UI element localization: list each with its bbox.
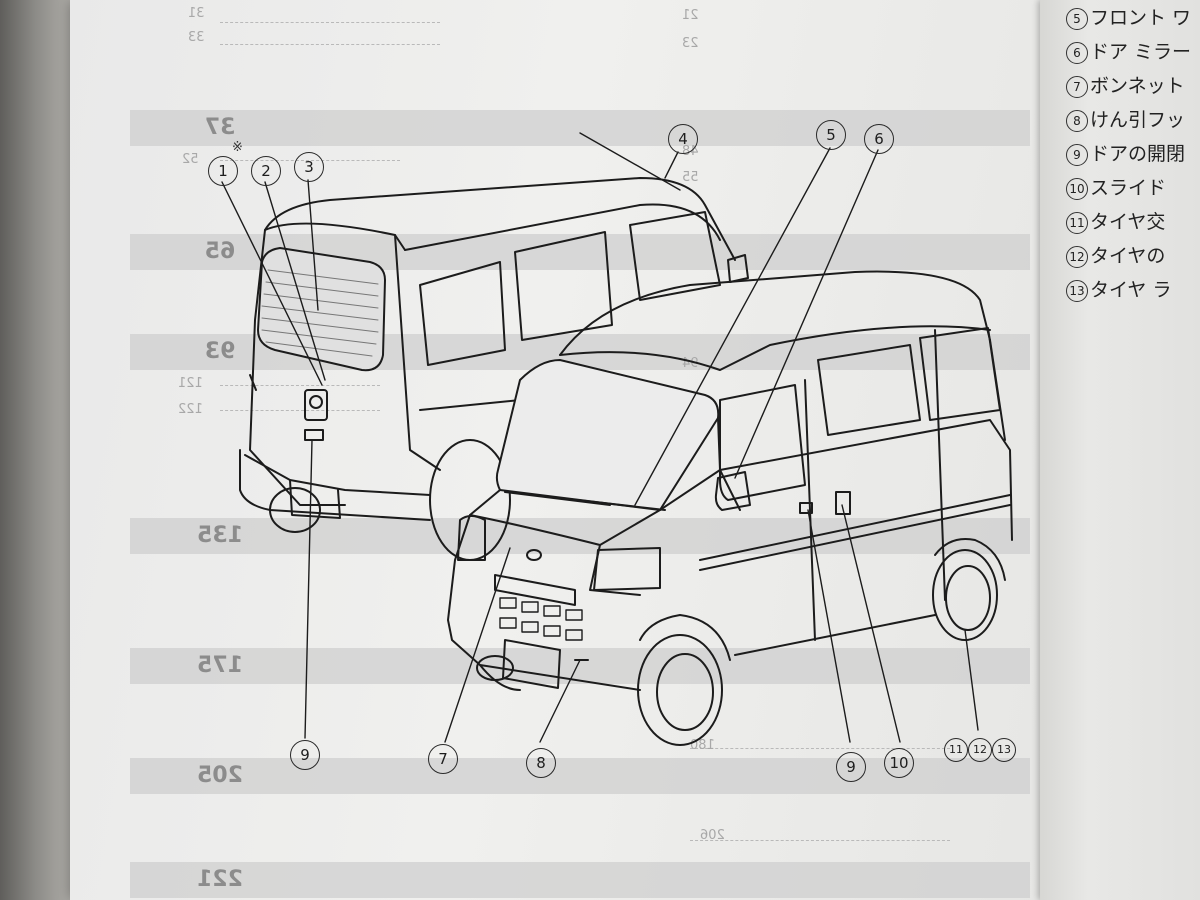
callout-9-rear: 9 (290, 740, 320, 770)
bleed-dotted-line (220, 410, 380, 411)
legend-text: ボンネット (1090, 75, 1185, 97)
legend-number: 12 (1066, 245, 1088, 268)
callout-10: 10 (884, 748, 914, 778)
note-asterisk: ※ (232, 140, 243, 155)
legend-text: タイヤの (1090, 245, 1166, 267)
callout-5: 5 (816, 120, 846, 150)
bleed-dotted-line (690, 840, 950, 841)
legend-number: 13 (1066, 279, 1088, 302)
callout-12: 12 (968, 738, 992, 762)
legend-text: けん引フッ (1090, 109, 1186, 131)
callout-6: 6 (864, 124, 894, 154)
legend-text: ドア ミラー (1090, 41, 1192, 63)
front-view-van (447, 270, 1013, 746)
callout-13: 13 (992, 738, 1016, 762)
legend-text: フロント ワ (1090, 7, 1192, 29)
callout-8: 8 (526, 748, 556, 778)
legend-number: 11 (1066, 211, 1088, 234)
legend-number: 6 (1066, 41, 1088, 64)
legend-number: 10 (1066, 177, 1088, 200)
callout-7: 7 (428, 744, 458, 774)
book-binding-edge (0, 0, 80, 900)
callout-3: 3 (294, 152, 324, 182)
callout-9-front: 9 (836, 752, 866, 782)
bleed-dotted-line (220, 385, 380, 386)
rear-view-van (239, 177, 749, 561)
bleed-dotted-line (220, 22, 440, 23)
callout-2: 2 (251, 156, 281, 186)
callout-4: 4 (668, 124, 698, 154)
bleed-dotted-line (690, 748, 950, 749)
legend-text: スライド (1090, 177, 1167, 199)
leader-lines (221, 132, 979, 743)
bleed-band (130, 758, 1030, 794)
callout-1: 1 (208, 156, 238, 186)
legend-number: 8 (1066, 109, 1088, 132)
legend-text: タイヤ ラ (1090, 279, 1172, 301)
legend-number: 7 (1066, 75, 1088, 98)
legend-number: 5 (1066, 7, 1088, 30)
callout-11: 11 (944, 738, 968, 762)
bleed-band (130, 648, 1030, 684)
bleed-band (130, 862, 1030, 898)
legend-text: タイヤ交 (1090, 211, 1166, 233)
legend-text: ドアの開閉 (1090, 143, 1186, 165)
legend-number: 9 (1066, 143, 1088, 166)
bleed-dotted-line (220, 44, 440, 45)
bleed-band (130, 518, 1030, 554)
